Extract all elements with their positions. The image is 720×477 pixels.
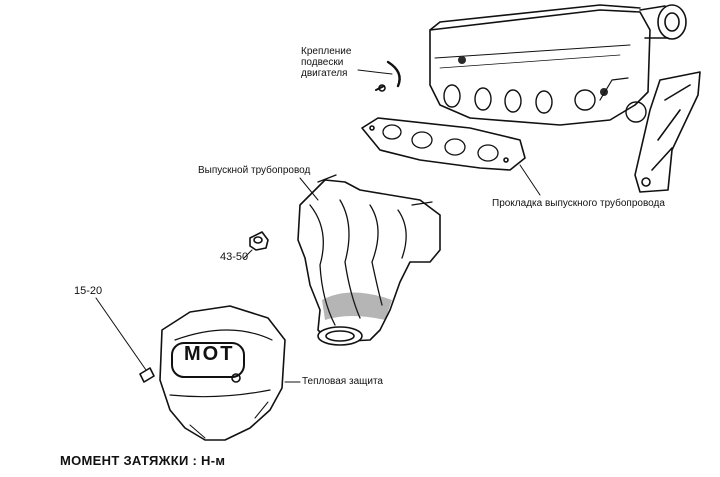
heat-shield-label: Тепловая защита <box>302 376 383 387</box>
leader-exhaust-manifold <box>299 177 319 201</box>
heat-shield-emblem: MOT <box>184 343 235 365</box>
leader-gasket <box>519 164 541 196</box>
nut-torque-label: 43-50 <box>220 251 249 263</box>
engine-cylinder-head <box>429 4 687 126</box>
engine-mount-bolt <box>375 60 401 92</box>
engine-mount-label: Крепление подвески двигателя <box>301 46 352 79</box>
heat-shield-bolt <box>139 367 155 383</box>
heat-shield <box>159 305 286 441</box>
leader-bolt <box>95 297 147 371</box>
torque-units-footer: МОМЕНТ ЗАТЯЖКИ : Н-м <box>60 453 226 468</box>
manifold-nut <box>249 231 269 251</box>
leader-engine-mount <box>357 69 393 75</box>
bolt-torque-label: 15-20 <box>74 285 103 297</box>
manifold-gasket <box>361 117 526 171</box>
exhaust-manifold <box>297 174 441 346</box>
exhaust-manifold-label: Выпускной трубопровод <box>198 165 311 176</box>
leader-nut <box>243 249 253 259</box>
engine-mount-bracket <box>634 71 701 193</box>
manifold-gasket-label: Прокладка выпускного трубопровода <box>492 198 665 209</box>
